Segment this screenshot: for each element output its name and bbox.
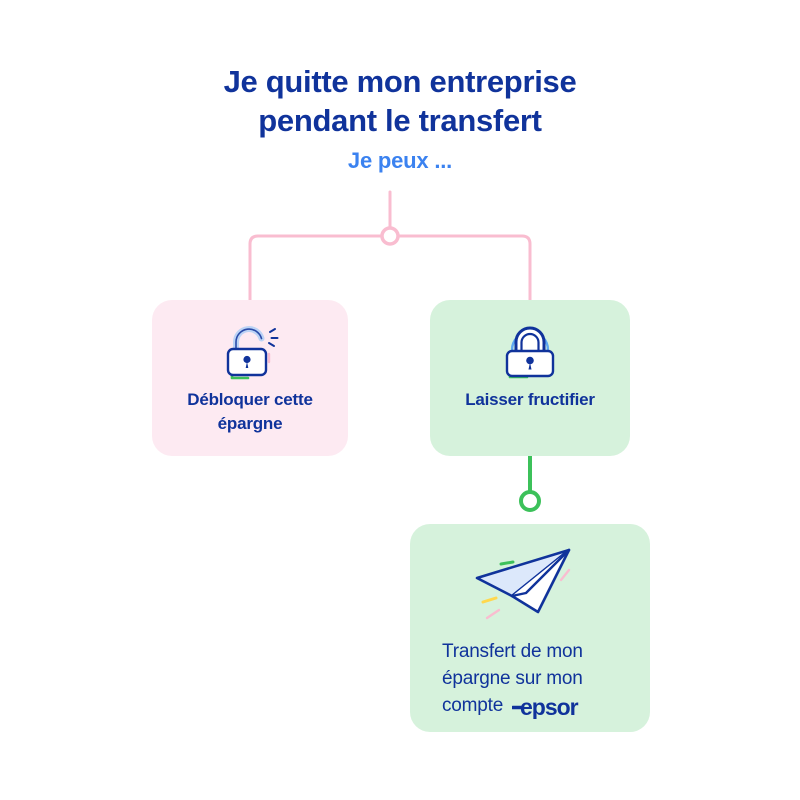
transfer-savings-text: Transfert de mon épargne sur mon compte …: [442, 638, 618, 719]
paper-plane-icon: [465, 540, 595, 632]
keep-growing-card[interactable]: Laisser fructifier: [430, 300, 630, 456]
header: Je quitte mon entreprise pendant le tran…: [0, 62, 800, 174]
svg-text:epsor: epsor: [520, 694, 579, 719]
junction-node-top: [380, 226, 400, 246]
epsor-logo: epsor: [512, 693, 586, 719]
transfer-line-3: compte: [442, 695, 504, 716]
transfer-line-2: épargne sur mon: [442, 668, 583, 689]
transfer-savings-card[interactable]: Transfert de mon épargne sur mon compte …: [410, 524, 650, 732]
junction-node-bottom: [519, 490, 541, 512]
transfer-line-1: Transfert de mon: [442, 641, 583, 662]
connector-branch-right: [396, 234, 532, 302]
keep-growing-label: Laisser fructifier: [465, 390, 595, 409]
unlock-savings-label: Débloquer cette épargne: [187, 390, 313, 433]
page-title: Je quitte mon entreprise pendant le tran…: [223, 64, 577, 138]
page-subtitle: Je peux ...: [347, 148, 453, 173]
open-padlock-icon: [214, 316, 286, 388]
closed-padlock-icon: [494, 316, 566, 388]
unlock-savings-card[interactable]: Débloquer cette épargne: [152, 300, 348, 456]
connector-branch-left: [248, 234, 384, 302]
